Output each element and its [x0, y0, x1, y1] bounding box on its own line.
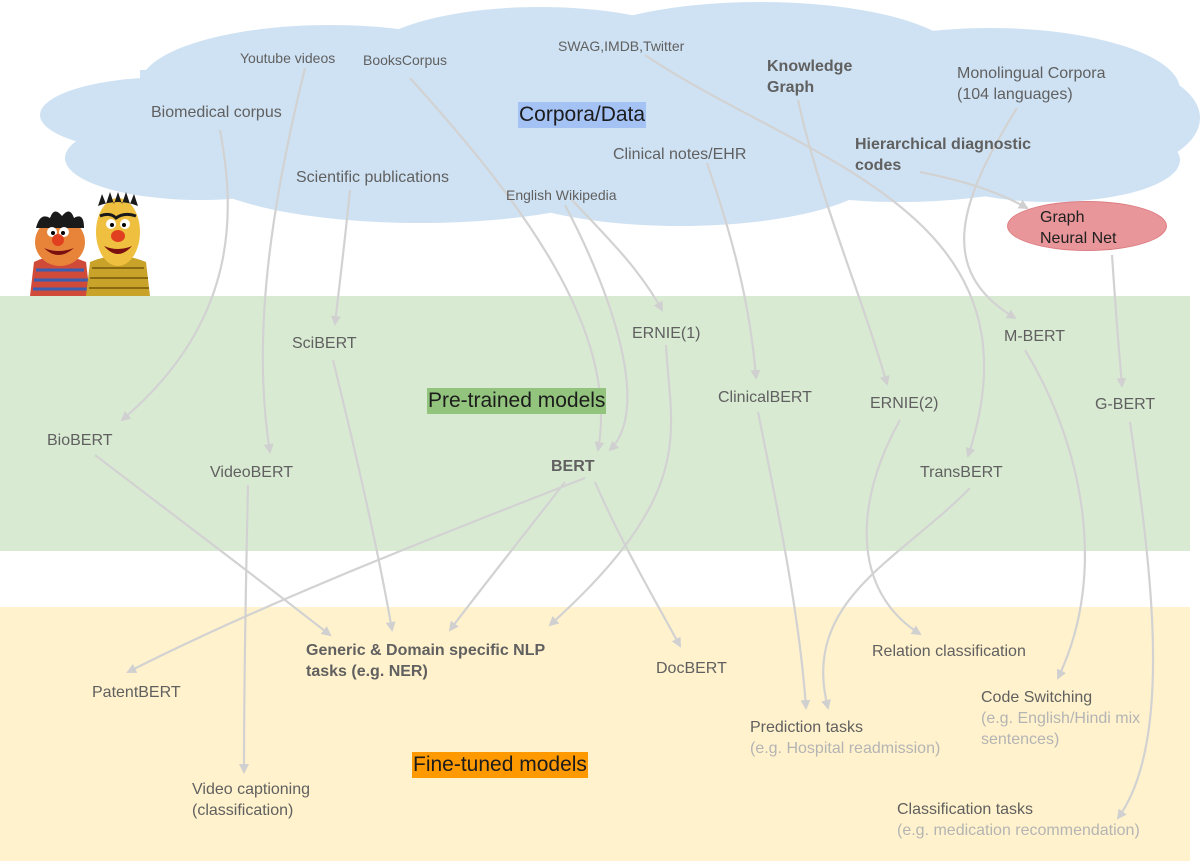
- code-title: Code Switching: [981, 689, 1093, 706]
- model-patentbert: PatentBERT: [92, 684, 181, 701]
- corpus-hierarchical-codes: Hierarchical diagnostic codes: [855, 134, 1031, 176]
- task-relation-classification: Relation classification: [872, 643, 1026, 660]
- corpus-biomedical: Biomedical corpus: [151, 104, 282, 121]
- model-mbert: M-BERT: [1004, 328, 1066, 345]
- model-docbert: DocBERT: [656, 660, 727, 677]
- gnn-line2: Neural Net: [1040, 230, 1117, 247]
- task-code-switching: Code Switching (e.g. English/Hindi mix s…: [981, 687, 1140, 750]
- gnn-line1: Graph: [1040, 209, 1085, 226]
- task-prediction: Prediction tasks (e.g. Hospital readmiss…: [750, 717, 940, 759]
- corpora-title: Corpora/Data: [518, 102, 647, 128]
- corpus-monolingual: Monolingual Corpora (104 languages): [957, 63, 1106, 105]
- finetuned-title: Fine-tuned models: [412, 752, 588, 778]
- hier-line1: Hierarchical diagnostic: [855, 136, 1032, 153]
- video-line2: (classification): [192, 802, 294, 819]
- pretrained-title: Pre-trained models: [427, 388, 607, 414]
- prediction-sub: (e.g. Hospital readmission): [750, 740, 941, 757]
- model-ernie1: ERNIE(1): [632, 325, 701, 342]
- model-biobert: BioBERT: [47, 432, 113, 449]
- hier-line2: codes: [855, 157, 902, 174]
- model-clinicalbert: ClinicalBERT: [718, 389, 812, 406]
- task-generic-nlp: Generic & Domain specific NLP tasks (e.g…: [306, 640, 545, 682]
- mono-line1: Monolingual Corpora: [957, 65, 1106, 82]
- two-puppets-icon: [30, 192, 150, 296]
- corpus-english-wikipedia: English Wikipedia: [506, 187, 617, 203]
- model-scibert: SciBERT: [292, 335, 357, 352]
- corpus-scientific-publications: Scientific publications: [296, 169, 449, 186]
- model-videobert: VideoBERT: [210, 464, 294, 481]
- task-classification: Classification tasks (e.g. medication re…: [897, 799, 1140, 841]
- corpus-bookscorpus: BooksCorpus: [363, 52, 448, 68]
- class-title: Classification tasks: [897, 801, 1034, 818]
- model-transbert: TransBERT: [920, 464, 1003, 481]
- model-gbert: G-BERT: [1095, 396, 1156, 413]
- kg-line1: Knowledge: [767, 58, 853, 75]
- corpus-swag: SWAG,IMDB,Twitter: [558, 38, 685, 54]
- model-ernie2: ERNIE(2): [870, 395, 939, 412]
- graph-neural-net-label: Graph Neural Net: [1040, 207, 1130, 249]
- code-sub2: sentences): [981, 731, 1060, 748]
- prediction-title: Prediction tasks: [750, 719, 863, 736]
- generic-line2: tasks (e.g. NER): [306, 663, 428, 680]
- corpus-clinical-notes: Clinical notes/EHR: [613, 146, 747, 163]
- model-bert: BERT: [551, 458, 595, 475]
- code-sub1: (e.g. English/Hindi mix: [981, 710, 1141, 727]
- corpus-youtube: Youtube videos: [240, 50, 336, 66]
- corpus-knowledge-graph: Knowledge Graph: [767, 56, 852, 98]
- mono-line2: (104 languages): [957, 86, 1073, 103]
- task-video-captioning: Video captioning (classification): [192, 779, 310, 821]
- generic-line1: Generic & Domain specific NLP: [306, 642, 546, 659]
- class-sub: (e.g. medication recommendation): [897, 822, 1140, 839]
- graph-neural-net-node: [1007, 201, 1167, 251]
- video-line1: Video captioning: [192, 781, 311, 798]
- kg-line2: Graph: [767, 79, 815, 96]
